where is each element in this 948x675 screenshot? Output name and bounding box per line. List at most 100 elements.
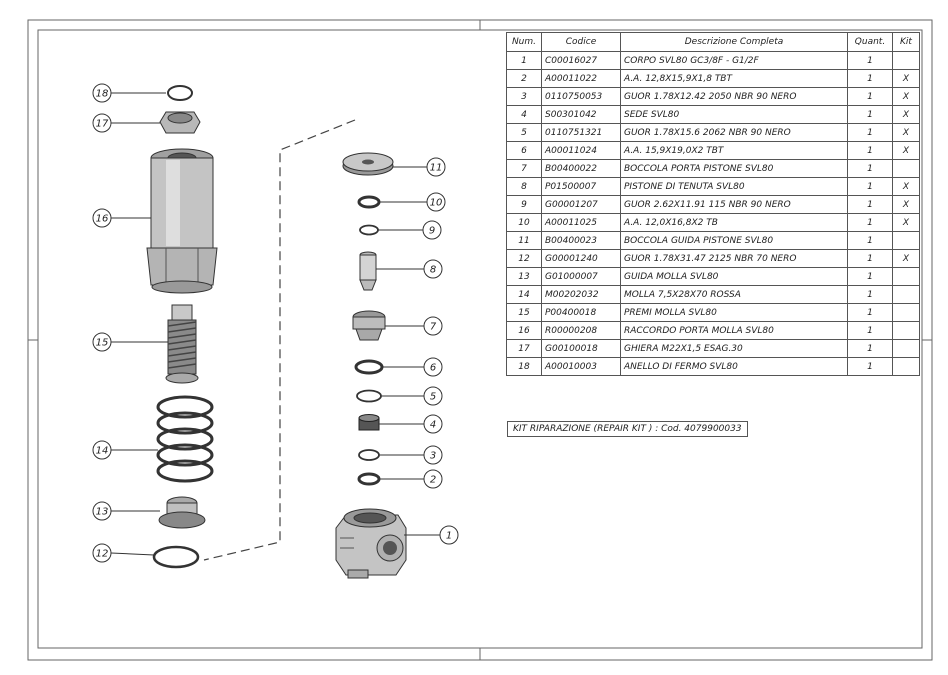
cell-quantity: 1 xyxy=(847,195,893,214)
part-8-piston xyxy=(359,251,377,291)
cell-description: A.A. 12,8X15,9X1,8 TBT xyxy=(620,69,848,88)
callout-11: 11 xyxy=(393,157,446,177)
cell-code: G00001240 xyxy=(541,249,621,268)
cell-quantity: 1 xyxy=(847,357,893,376)
svg-text:14: 14 xyxy=(96,446,109,457)
cell-kit xyxy=(892,285,920,304)
table-header-row: Num. Codice Descrizione Completa Quant. … xyxy=(506,32,920,52)
callout-10: 10 xyxy=(380,192,446,212)
cell-kit xyxy=(892,51,920,70)
cell-code: G00100018 xyxy=(541,339,621,358)
part-5-o-ring xyxy=(356,389,382,403)
parts-list-table: Num. Codice Descrizione Completa Quant. … xyxy=(506,32,920,376)
callout-17: 17 xyxy=(92,113,160,133)
part-11-piston-guide-bush xyxy=(342,152,394,176)
callout-6: 6 xyxy=(382,357,443,377)
cell-kit: X xyxy=(892,249,920,268)
callout-15: 15 xyxy=(92,332,168,352)
cell-description: SEDE SVL80 xyxy=(620,105,848,124)
cell-num: 12 xyxy=(506,249,542,268)
cell-quantity: 1 xyxy=(847,267,893,286)
svg-text:3: 3 xyxy=(430,451,436,462)
part-1-valve-body xyxy=(335,508,407,579)
cell-description: MOLLA 7,5X28X70 ROSSA xyxy=(620,285,848,304)
cell-code: A00011025 xyxy=(541,213,621,232)
cell-num: 16 xyxy=(506,321,542,340)
cell-kit: X xyxy=(892,123,920,142)
cell-kit xyxy=(892,159,920,178)
cell-code: 0110750053 xyxy=(541,87,621,106)
svg-text:16: 16 xyxy=(96,214,109,225)
cell-num: 17 xyxy=(506,339,542,358)
svg-text:1: 1 xyxy=(446,531,452,542)
col-header-num: Num. xyxy=(506,32,542,52)
svg-text:15: 15 xyxy=(96,338,109,349)
cell-quantity: 1 xyxy=(847,123,893,142)
cell-kit: X xyxy=(892,177,920,196)
cell-kit: X xyxy=(892,105,920,124)
cell-code: M00202032 xyxy=(541,285,621,304)
cell-code: P00400018 xyxy=(541,303,621,322)
cell-num: 6 xyxy=(506,141,542,160)
cell-code: G01000007 xyxy=(541,267,621,286)
cell-num: 10 xyxy=(506,213,542,232)
col-header-description: Descrizione Completa xyxy=(620,32,848,52)
cell-quantity: 1 xyxy=(847,231,893,250)
cell-kit xyxy=(892,303,920,322)
cell-kit xyxy=(892,231,920,250)
svg-text:18: 18 xyxy=(96,89,109,100)
svg-text:17: 17 xyxy=(96,119,109,130)
cell-description: RACCORDO PORTA MOLLA SVL80 xyxy=(620,321,848,340)
svg-text:11: 11 xyxy=(430,163,443,174)
svg-text:9: 9 xyxy=(429,226,435,237)
cell-description: GUOR 2.62X11.91 115 NBR 90 NERO xyxy=(620,195,848,214)
cell-quantity: 1 xyxy=(847,213,893,232)
callout-1: 1 xyxy=(404,525,459,545)
callout-2: 2 xyxy=(379,469,443,489)
cell-quantity: 1 xyxy=(847,249,893,268)
cell-quantity: 1 xyxy=(847,51,893,70)
cell-code: A00010003 xyxy=(541,357,621,376)
svg-text:6: 6 xyxy=(430,363,436,374)
col-header-kit: Kit xyxy=(892,32,920,52)
cell-code: B00400023 xyxy=(541,231,621,250)
cell-quantity: 1 xyxy=(847,159,893,178)
cell-num: 8 xyxy=(506,177,542,196)
svg-text:13: 13 xyxy=(96,507,109,518)
cell-kit: X xyxy=(892,195,920,214)
cell-description: A.A. 12,0X16,8X2 TB xyxy=(620,213,848,232)
cell-quantity: 1 xyxy=(847,285,893,304)
cell-kit xyxy=(892,321,920,340)
cell-quantity: 1 xyxy=(847,105,893,124)
cell-kit: X xyxy=(892,141,920,160)
part-15-spring-press xyxy=(165,304,199,384)
callout-12: 12 xyxy=(92,543,155,563)
part-16-spring-holder xyxy=(146,148,218,294)
callout-14: 14 xyxy=(92,440,158,460)
cell-code: 0110751321 xyxy=(541,123,621,142)
col-header-quantity: Quant. xyxy=(847,32,893,52)
cell-num: 7 xyxy=(506,159,542,178)
cell-description: PREMI MOLLA SVL80 xyxy=(620,303,848,322)
cell-code: A00011022 xyxy=(541,69,621,88)
cell-quantity: 1 xyxy=(847,321,893,340)
cell-quantity: 1 xyxy=(847,141,893,160)
svg-text:8: 8 xyxy=(430,265,436,276)
